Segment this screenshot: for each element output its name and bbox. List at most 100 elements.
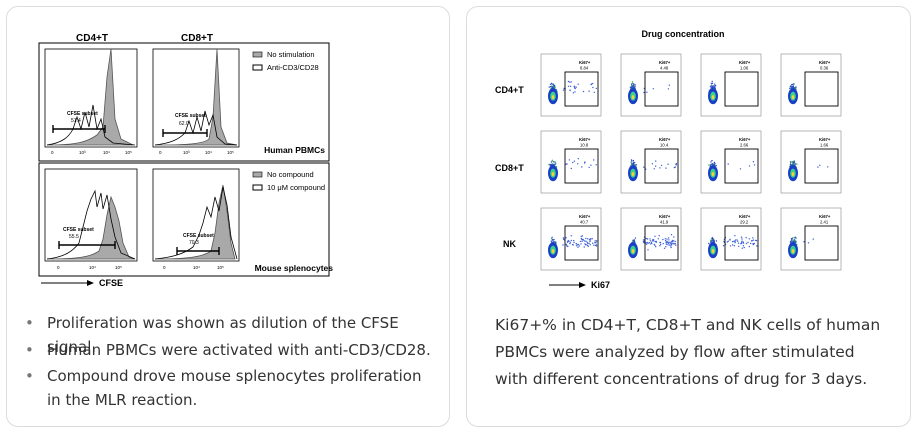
cell-event-dot (553, 84, 556, 87)
bullet-item: •Human PBMCs were activated with anti-CD… (25, 338, 431, 362)
cell-event-dot (569, 242, 571, 245)
cell-event-dot (793, 239, 795, 241)
cell-event-dot (666, 240, 668, 243)
cell-event-dot (631, 86, 633, 89)
dot-plot-frame (540, 53, 602, 117)
cell-event-dot (550, 161, 553, 163)
cell-event-dot (550, 240, 552, 242)
cell-event-dot (592, 86, 594, 89)
cell-event-dot (670, 234, 673, 236)
cell-event-dot (715, 165, 717, 167)
cell-event-dot (674, 240, 676, 243)
cell-event-dot (592, 242, 594, 244)
cell-event-dot (667, 237, 670, 239)
cell-event-dot (646, 238, 649, 240)
cell-event-dot (659, 167, 661, 169)
cell-event-dot (585, 240, 587, 242)
cell-event-dot (570, 239, 572, 242)
cell-event-dot (673, 236, 675, 238)
cell-event-dot (589, 240, 591, 243)
cell-event-dot (708, 164, 710, 166)
legend-item: 10 μM compound (267, 183, 325, 192)
cell-event-dot (793, 237, 796, 239)
cell-event-dot (591, 238, 593, 240)
cell-event-dot (711, 159, 713, 162)
cell-event-dot (733, 245, 736, 247)
dot-plot-frame (620, 130, 682, 194)
cell-event-dot (790, 240, 792, 242)
gate-label: CFSE subset (67, 111, 98, 117)
cell-event-dot (671, 241, 674, 243)
cell-event-dot (659, 243, 662, 246)
tick-label: 0 (57, 265, 60, 270)
cell-event-dot (647, 249, 649, 251)
cell-event-dot (593, 244, 595, 246)
cell-event-dot (711, 82, 714, 85)
tick-label: 10⁴ (89, 265, 96, 270)
cell-event-dot (670, 244, 673, 246)
cell-event-dot (581, 235, 583, 237)
gate-value: 1.66 (820, 143, 829, 148)
cell-event-dot (791, 238, 793, 240)
cell-event-dot (664, 240, 667, 242)
cell-event-dot (567, 241, 569, 243)
cell-event-dot (651, 163, 654, 165)
cell-event-dot (634, 164, 637, 166)
cell-event-dot (713, 85, 715, 87)
gate-value: 4.48 (660, 66, 669, 71)
cell-event-dot (650, 241, 653, 243)
cell-event-dot (574, 91, 576, 93)
cell-event-dot (666, 243, 668, 246)
cell-event-dot (747, 241, 749, 244)
ki67-flow-figure: Drug concentration CD4+T CD8+T NK Ki67+8… (495, 29, 842, 290)
ki67-gate (804, 148, 839, 184)
gate-label: Ki67+ (739, 137, 751, 142)
gate-label: Ki67+ (579, 60, 591, 65)
cell-event-dot (740, 241, 743, 243)
cell-event-dot (659, 245, 661, 247)
cell-event-dot (710, 161, 712, 163)
hist-plot-cd4-human: CFSE subset 51.4 0 10³ 10⁴ 10⁵ (44, 48, 138, 155)
cell-event-dot (732, 244, 734, 246)
cell-event-dot (584, 161, 586, 163)
cell-event-dot (562, 89, 565, 91)
cell-event-dot (649, 240, 652, 242)
cell-event-dot (553, 164, 556, 166)
cell-event-dot (551, 238, 554, 241)
cell-event-dot (654, 165, 657, 167)
row-label-human: Human PBMCs (264, 145, 325, 155)
population-core (631, 249, 635, 254)
cell-event-dot (653, 239, 655, 241)
gate-value: 2.41 (820, 220, 829, 225)
row-label-cd8: CD8+T (495, 163, 524, 173)
cell-event-dot (586, 241, 588, 243)
cell-event-dot (752, 237, 754, 239)
ki67-panel-card: Drug concentration CD4+T CD8+T NK Ki67+8… (466, 6, 911, 427)
cell-event-dot (594, 240, 596, 242)
cell-event-dot (634, 84, 636, 86)
row-label-nk: NK (503, 239, 516, 249)
cell-event-dot (653, 168, 655, 170)
cell-event-dot (632, 163, 634, 165)
gate-label: Ki67+ (579, 137, 591, 142)
cell-event-dot (674, 242, 676, 245)
cell-event-dot (741, 240, 743, 242)
cell-event-dot (632, 83, 635, 85)
bullet-item: •Compound drove mouse splenocytes prolif… (25, 364, 422, 388)
cell-event-dot (582, 239, 584, 241)
cell-event-dot (580, 235, 582, 238)
cell-event-dot (755, 239, 758, 242)
legend-swatch-white (252, 64, 263, 71)
cell-event-dot (711, 86, 714, 89)
cell-event-dot (643, 166, 645, 168)
cell-event-dot (588, 90, 590, 92)
cell-event-dot (632, 161, 635, 164)
cell-event-dot (789, 161, 792, 164)
population-core (551, 95, 555, 100)
cell-event-dot (573, 160, 576, 162)
cell-event-dot (629, 86, 632, 88)
population-core (551, 249, 555, 254)
cell-event-dot (733, 240, 735, 242)
cell-event-dot (654, 240, 656, 243)
cell-event-dot (711, 84, 713, 86)
